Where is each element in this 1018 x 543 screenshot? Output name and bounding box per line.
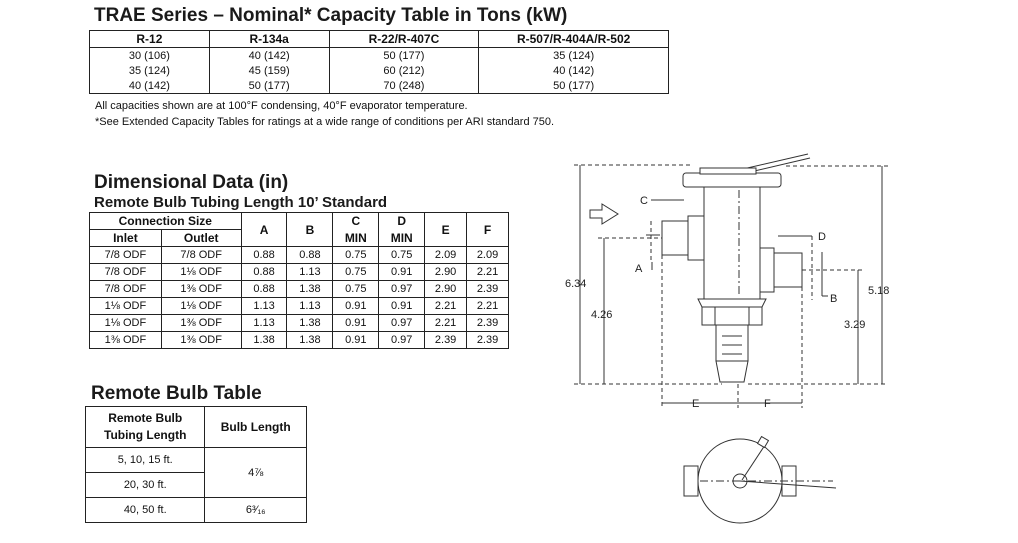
table-cell: 1.13 [240, 314, 288, 332]
dimensional-title: Dimensional Data (in) [94, 172, 289, 193]
body-flange [697, 298, 767, 308]
table-cell: 40 (142) [89, 78, 210, 94]
table-cell: 30 (106) [89, 47, 210, 63]
label-d: D [818, 231, 826, 243]
table-cell: 35 (124) [478, 47, 669, 63]
plan-view-inlet [683, 465, 699, 497]
table-row: 5, 10, 15 ft. 4⅞ [84, 447, 307, 498]
table-cell: 2.09 [466, 246, 509, 264]
capacity-note-conditions: All capacities shown are at 100°F conden… [95, 100, 468, 112]
valve-body [703, 186, 761, 300]
capacity-note-extended: *See Extended Capacity Tables for rating… [95, 116, 555, 128]
label-b: B [830, 293, 837, 305]
table-cell: 1⅛ ODF [160, 297, 242, 315]
table-cell: 1⅜ ODF [160, 331, 242, 349]
col-c-min: MIN [332, 229, 380, 247]
inlet-collar [687, 215, 705, 261]
label-c: C [640, 195, 648, 207]
table-cell: 2.39 [466, 331, 509, 349]
table-row: 1⅛ ODF 1⅜ ODF 1.13 1.38 0.91 0.97 2.21 2… [89, 314, 509, 332]
table-row: 30 (106) 40 (142) 50 (177) 35 (124) [89, 47, 669, 63]
table-cell: 50 (177) [328, 47, 480, 63]
table-cell: 0.97 [378, 331, 426, 349]
table-cell: 40, 50 ft. [84, 497, 206, 523]
bulb-table: Remote Bulb Tubing Length Bulb Length 5,… [84, 406, 307, 523]
table-cell: 0.91 [332, 331, 380, 349]
table-cell: 0.91 [332, 297, 380, 315]
capacity-header: R-12 [89, 30, 210, 48]
table-row: 40, 50 ft. 6³⁄₁₆ [84, 497, 307, 523]
label-329: 3.29 [844, 319, 865, 331]
bulb-title: Remote Bulb Table [91, 383, 262, 404]
dimensional-table: Connection Size A B C D E F Inlet Outlet… [89, 212, 509, 349]
label-a: A [635, 263, 643, 275]
table-cell: 35 (124) [89, 63, 210, 78]
table-cell: 40 (142) [478, 63, 669, 78]
table-row: 7/8 ODF 1⅛ ODF 0.88 1.13 0.75 0.91 2.90 … [89, 263, 509, 281]
table-cell: 7/8 ODF [89, 246, 162, 264]
label-e: E [692, 398, 699, 410]
capacity-table: R-12 R-134a R-22/R-407C R-507/R-404A/R-5… [89, 30, 669, 94]
capacity-title: TRAE Series – Nominal* Capacity Table in… [94, 5, 568, 26]
capacity-header: R-22/R-407C [328, 30, 480, 48]
bulb-tubing-header: Remote Bulb Tubing Length [84, 406, 206, 448]
label-f: F [764, 398, 771, 410]
plan-view-tube [741, 444, 766, 481]
table-cell: 60 (212) [328, 63, 480, 78]
dimensional-subtitle: Remote Bulb Tubing Length 10’ Standard [94, 194, 388, 211]
label-426: 4.26 [591, 309, 612, 321]
diaphragm-head [682, 172, 782, 188]
table-cell: 1⅛ ODF [160, 263, 242, 281]
table-cell: 70 (248) [328, 78, 480, 94]
table-cell: 45 (159) [208, 63, 330, 78]
table-cell: 1⅛ ODF [89, 297, 162, 315]
plan-view-cap [739, 480, 837, 489]
plan-view-tube-tip [756, 435, 770, 449]
bulb-length-header: Bulb Length [204, 406, 307, 448]
table-cell: 4⅞ [204, 447, 307, 498]
bulb-tubing-header-line2: Tubing Length [104, 428, 187, 442]
flow-arrow-icon [589, 203, 619, 225]
table-cell: 50 (177) [478, 78, 669, 94]
table-cell: 2.21 [466, 263, 509, 281]
table-cell: 40 (142) [208, 47, 330, 63]
capacity-header-row: R-12 R-134a R-22/R-407C R-507/R-404A/R-5… [89, 30, 669, 48]
hex-nut [701, 306, 763, 326]
table-cell: 6³⁄₁₆ [204, 497, 307, 523]
table-row: 35 (124) 45 (159) 60 (212) 40 (142) [89, 63, 669, 78]
table-row: 40 (142) 50 (177) 70 (248) 50 (177) [89, 78, 669, 94]
outlet-header: Outlet [160, 229, 242, 247]
label-518: 5.18 [868, 285, 889, 297]
outlet-collar [759, 247, 775, 293]
bulb-tubing-header-line1: Remote Bulb [108, 411, 183, 425]
col-f-header: F [466, 212, 509, 247]
adjusting-stem [715, 324, 749, 362]
table-cell: 0.97 [378, 280, 426, 298]
col-e-header: E [424, 212, 468, 247]
table-cell: 5, 10, 15 ft. [84, 447, 206, 473]
stem-cap [715, 360, 749, 383]
table-cell: 50 (177) [208, 78, 330, 94]
table-cell: 1.38 [240, 331, 288, 349]
head-cap [699, 167, 757, 175]
table-cell: 2.39 [466, 280, 509, 298]
capacity-header: R-507/R-404A/R-502 [478, 30, 669, 48]
table-cell: 1⅜ ODF [160, 314, 242, 332]
table-cell: 2.39 [466, 314, 509, 332]
capacity-header: R-134a [208, 30, 330, 48]
table-row: 1⅜ ODF 1⅜ ODF 1.38 1.38 0.91 0.97 2.39 2… [89, 331, 509, 349]
table-cell: 1.38 [286, 331, 334, 349]
label-634: 6.34 [565, 278, 586, 290]
table-cell: 1⅜ ODF [160, 280, 242, 298]
table-cell: 0.91 [378, 263, 426, 281]
